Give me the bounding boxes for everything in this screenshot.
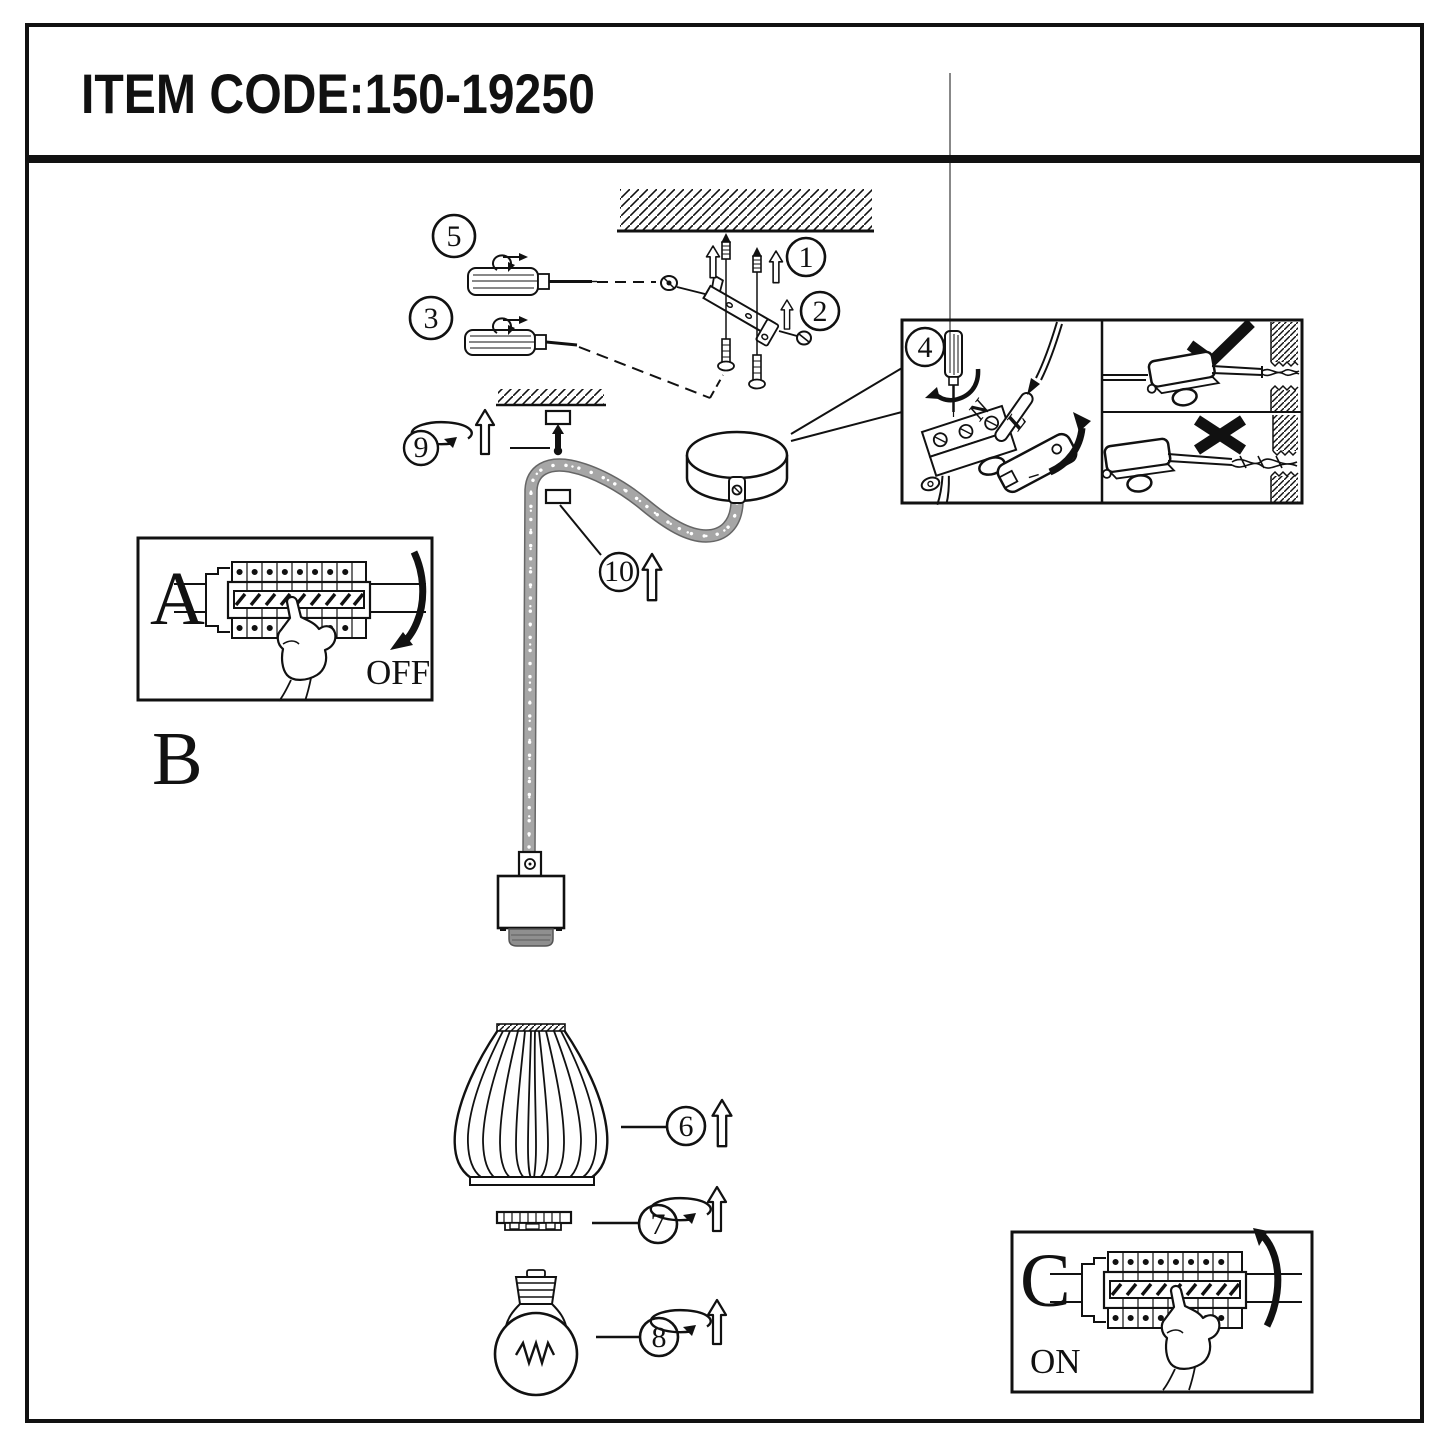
- step-3-callout: 3: [408, 295, 454, 341]
- supply-wires: [1035, 321, 1063, 381]
- up-arrow-icon: [705, 245, 721, 279]
- section-b-label: B: [152, 717, 203, 801]
- wiring-detail-panel: 4: [900, 73, 1304, 506]
- bracket-screw: [778, 330, 812, 346]
- step-7-number: 7: [651, 1208, 666, 1241]
- screwdriver-5: [467, 252, 597, 296]
- filament: [514, 1339, 556, 1368]
- light-bulb: [493, 1269, 579, 1397]
- arrow-up-icon: [1253, 1228, 1268, 1246]
- step-1-callout: 1: [785, 236, 827, 278]
- mounting-bracket: [702, 273, 780, 347]
- ceiling-canopy: [685, 430, 789, 504]
- leader-line-10: [559, 504, 602, 556]
- step-10-callout: 10: [598, 551, 640, 593]
- item-code-text: ITEM CODE:150-19250: [81, 62, 595, 125]
- up-arrow-icon: [768, 250, 784, 284]
- arrow-down-icon: [390, 632, 413, 650]
- screwdriver-4: [925, 73, 981, 417]
- cage-shade: [453, 1023, 609, 1186]
- step-5-number: 5: [447, 220, 462, 253]
- up-arrow-icon: [641, 552, 663, 602]
- item-code-box: ITEM CODE:150-19250: [25, 23, 1424, 159]
- step-9-callout: 9: [402, 429, 440, 467]
- cord-clamp-10: [544, 488, 572, 505]
- shade-ring: [495, 1210, 573, 1231]
- screwdriver-3: [464, 315, 578, 356]
- correct-wiring-example: [1103, 319, 1300, 413]
- step-7-callout: 7: [637, 1203, 679, 1245]
- step-2-number: 2: [813, 295, 828, 328]
- insert-arrow-icon: [1027, 378, 1040, 395]
- off-label: OFF: [366, 653, 430, 692]
- up-arrow-icon: [474, 408, 496, 456]
- up-arrow-icon: [711, 1098, 733, 1148]
- step-4-number: 4: [918, 331, 933, 364]
- section-c-label: C: [1020, 1239, 1071, 1323]
- mounting-plate-9: [544, 409, 572, 426]
- step-4-callout: 4: [904, 326, 946, 368]
- step-8-callout: 8: [638, 1316, 680, 1358]
- detail-pointer-lines: [790, 367, 903, 442]
- expansion-bolt-left: [717, 233, 735, 372]
- wire-connector-pin: [994, 391, 1034, 443]
- guide-dashed-lines: [578, 281, 724, 399]
- pendant-cord: [522, 458, 744, 854]
- rotate-cover-arrow-icon: [1073, 412, 1091, 432]
- step-1-number: 1: [799, 241, 814, 274]
- expansion-bolt-right: [748, 247, 766, 390]
- up-arrow-icon: [780, 299, 794, 330]
- step-2-callout: 2: [799, 290, 841, 332]
- wrong-wiring-example: [1097, 415, 1299, 502]
- panel-c: C ON: [1010, 1228, 1314, 1394]
- panel-a: A OFF: [136, 536, 434, 703]
- step-9-number: 9: [414, 431, 429, 464]
- wall-anchor: [660, 275, 678, 291]
- on-label: ON: [1030, 1342, 1081, 1381]
- terminal-cover: [996, 432, 1078, 494]
- x-icon: [1193, 415, 1247, 455]
- bolt-9: [552, 424, 564, 456]
- step-6-number: 6: [679, 1110, 694, 1143]
- ceiling-hatch: [617, 189, 874, 233]
- step-5-callout: 5: [431, 213, 477, 259]
- lamp-socket: [496, 850, 566, 947]
- step-3-number: 3: [424, 302, 439, 335]
- canopy-ceiling-hatch: [496, 389, 606, 407]
- step-10-number: 10: [604, 555, 634, 588]
- step-6-callout: 6: [665, 1105, 707, 1147]
- section-a-label: A: [150, 557, 205, 641]
